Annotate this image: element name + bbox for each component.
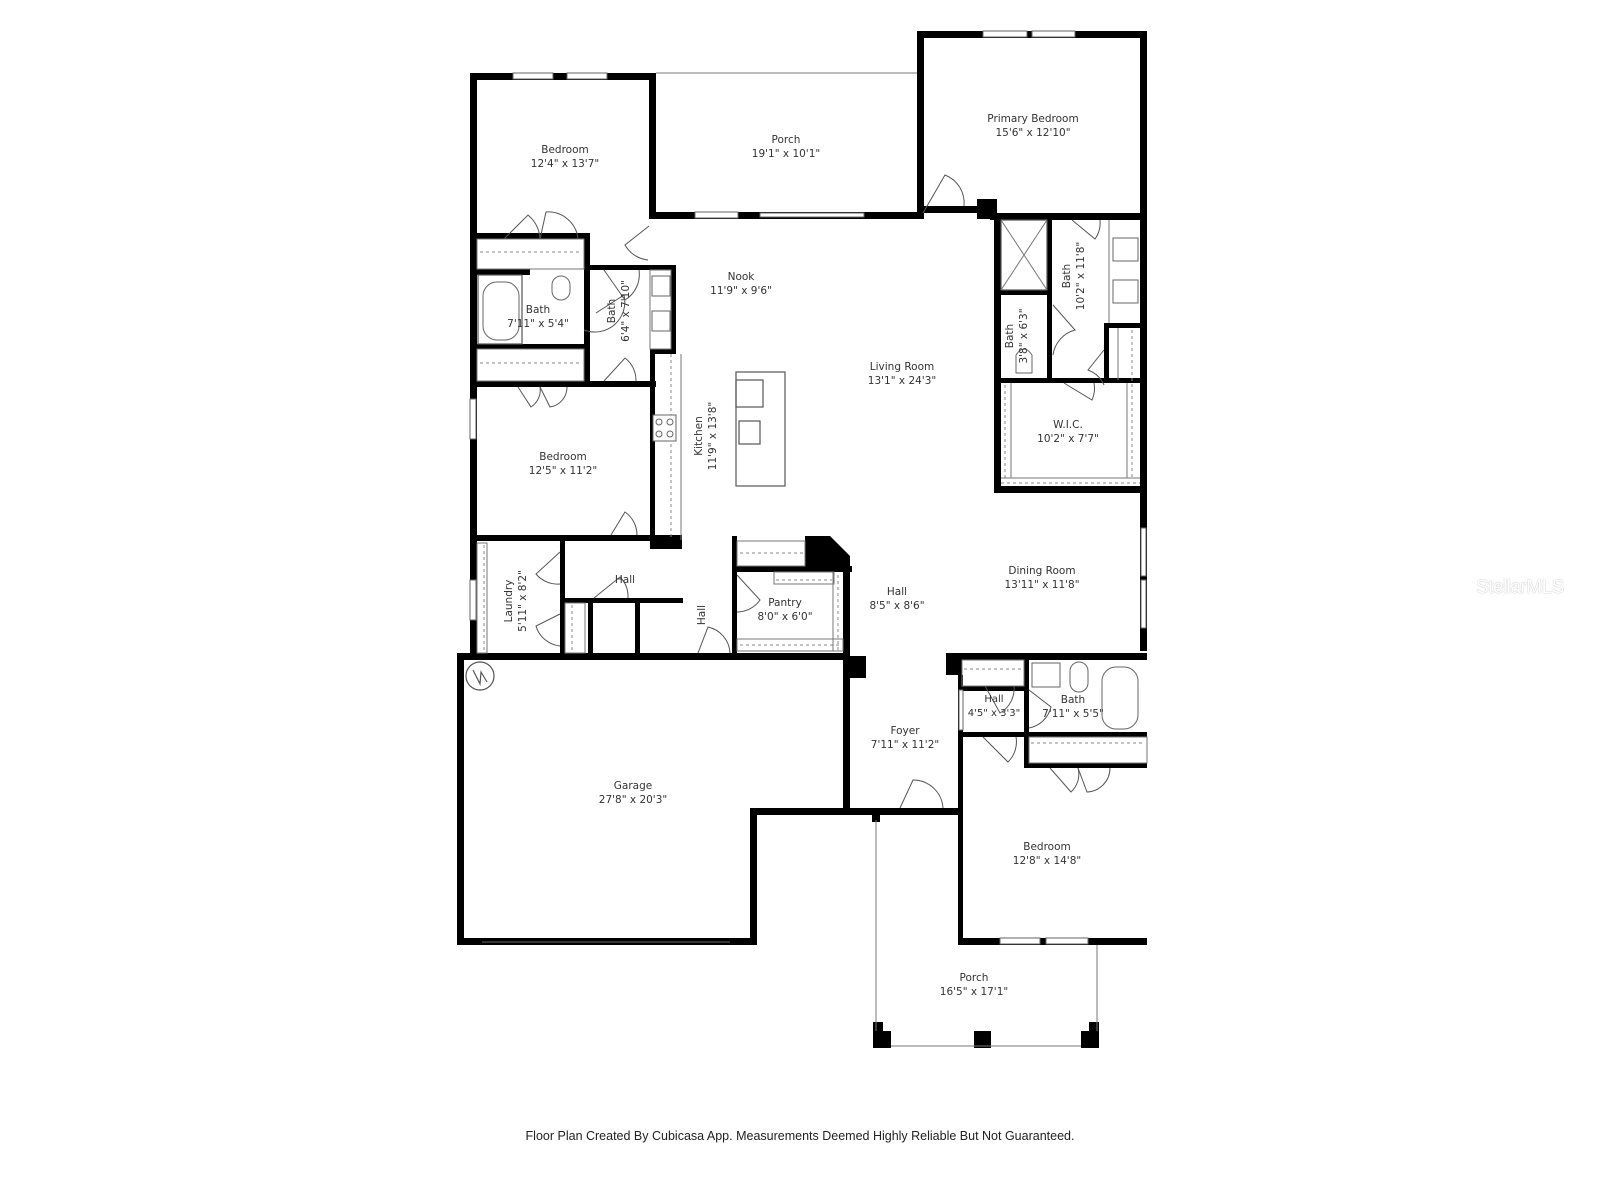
room-label-hall-1: Hall [614,574,636,586]
room-label-hall-2: Hall [696,604,708,626]
footer-disclaimer: Floor Plan Created By Cubicasa App. Meas… [525,1129,1075,1143]
watermark: StellarMLS [1476,577,1564,598]
thin-lines [465,72,1148,1047]
room-label-wic: W.I.C.10'2" x 7'7" [1037,419,1099,445]
windows [469,30,1147,945]
doors [503,174,1111,809]
walls [457,31,1147,1048]
